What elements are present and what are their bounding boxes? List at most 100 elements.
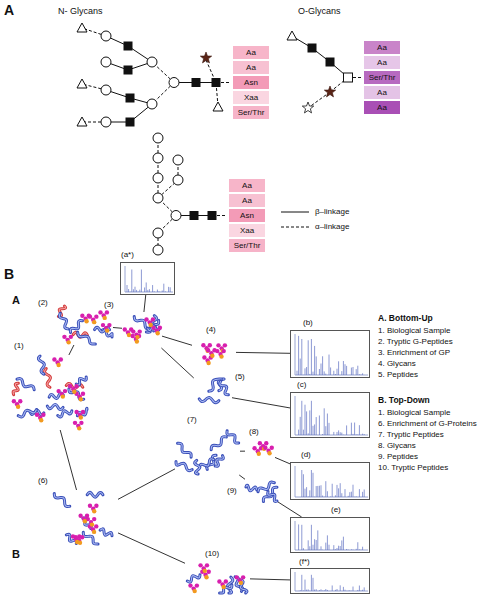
spectrum-peak (346, 590, 347, 591)
amino-acid-box: Aa (363, 85, 401, 100)
glycan-dot (241, 575, 245, 579)
workflow-connector (232, 398, 290, 408)
n-glycan-structure (126, 118, 135, 127)
glycan-dot (81, 392, 85, 396)
spectrum-peak (316, 356, 317, 375)
glycan-dot (105, 310, 109, 314)
spectrum-peak (338, 546, 339, 550)
glycan-dot (52, 357, 56, 361)
protein-ribbon (100, 529, 112, 536)
glycan-dot (127, 333, 131, 337)
panel-label: N- Glycans (58, 6, 103, 16)
o-glycan-structure (302, 102, 313, 113)
spectrum-peak (343, 537, 344, 550)
workflow-connector (113, 327, 122, 329)
residue-label: Aa (377, 58, 387, 67)
glycan-dot (257, 452, 261, 456)
protein-ribbon (195, 460, 200, 474)
workflow-key-text: 5. Peptides (378, 370, 418, 379)
spectrum-peak (353, 587, 354, 591)
glycan-dot (78, 514, 82, 518)
protein-ribbon (199, 397, 219, 402)
glycan-dot (77, 534, 81, 538)
residue-label: Xaa (240, 226, 254, 235)
spectrum-peak (327, 374, 328, 375)
o-glycan-structure (308, 92, 330, 108)
glycan-dot (88, 504, 92, 508)
n-glycan-structure (147, 99, 157, 109)
spectrum-peak (337, 369, 338, 375)
mass-spectrum: (c) (290, 392, 370, 438)
amino-acid-box: Aa (232, 45, 270, 60)
spectrum-peak (349, 492, 350, 497)
protein-ribbon (200, 459, 215, 468)
glycan-dot (195, 583, 199, 587)
spectrum-axis (295, 497, 368, 498)
spectrum-peak (297, 549, 298, 550)
spectrum-peak (338, 590, 339, 591)
spectrum-peak (349, 549, 350, 550)
sample-drawing (190, 378, 232, 410)
spectrum-peak (332, 585, 333, 591)
glycan-dot (94, 524, 98, 528)
spectrum-peak (345, 489, 346, 497)
spectrum-peak (309, 374, 310, 375)
panel-label: O-Glycans (298, 6, 341, 16)
spectrum-peak (303, 374, 304, 375)
spectrum-axis (125, 266, 126, 292)
spectrum-peak (298, 430, 299, 435)
spectrum-peak (317, 486, 318, 497)
spectrum-peak (357, 590, 358, 591)
spectrum-peak (298, 336, 299, 375)
glycan-dot (155, 331, 159, 335)
o-glycan-structure (344, 73, 353, 82)
spectrum-peak (353, 549, 354, 550)
residue-label: Ser/Thr (234, 241, 261, 250)
glycan-dot (158, 326, 162, 330)
glycan-dot (61, 394, 65, 398)
workflow-connector (161, 348, 193, 378)
spectrum-peak (362, 547, 363, 550)
spectrum-peak (305, 549, 306, 550)
spectrum-peak (337, 485, 338, 497)
glycan-dot (208, 343, 212, 347)
glycan-dot (92, 509, 96, 513)
protein-ribbon (87, 492, 103, 497)
workflow-key-text: 9. Peptides (378, 452, 418, 461)
protein-ribbon (70, 321, 82, 333)
spectrum-label: (e) (331, 505, 341, 514)
spectrum-peak (359, 586, 360, 591)
spectrum-peak (300, 590, 301, 592)
spectrum-peak (361, 549, 362, 550)
spectrum-peak (322, 496, 323, 497)
spectrum-peak (309, 546, 310, 550)
callout-number: (9) (227, 486, 237, 495)
glycan-dot (198, 563, 202, 567)
amino-acid-box: Xaa (228, 223, 266, 238)
workflow-connector (275, 457, 290, 463)
o-glycan-structure (308, 44, 317, 53)
spectrum-peak (297, 371, 298, 375)
glycan-dot (212, 348, 216, 352)
sample-illustration: (6) (50, 490, 118, 545)
workflow-key-text: 2. Tryptic G-Peptides (378, 337, 453, 346)
spectrum-peak (346, 425, 347, 435)
spectrum-peak (359, 489, 360, 497)
glycan-dot (206, 361, 210, 365)
spectrum-peak (364, 374, 365, 375)
glycan-dot (252, 446, 256, 450)
spectrum-peak (308, 589, 309, 591)
glycan-dot (39, 418, 43, 422)
spectrum-peak (327, 414, 328, 435)
spectrum-peak (322, 549, 323, 550)
glycan-dot (107, 323, 111, 327)
spectrum-peak (351, 368, 352, 375)
workflow-connector (239, 475, 245, 479)
spectrum-peak (300, 417, 301, 435)
spectrum-trace (295, 521, 368, 550)
sample-drawing (187, 563, 247, 593)
spectrum-peak (314, 539, 315, 550)
spectrum-peak (314, 346, 315, 375)
spectrum-peak (324, 496, 325, 497)
